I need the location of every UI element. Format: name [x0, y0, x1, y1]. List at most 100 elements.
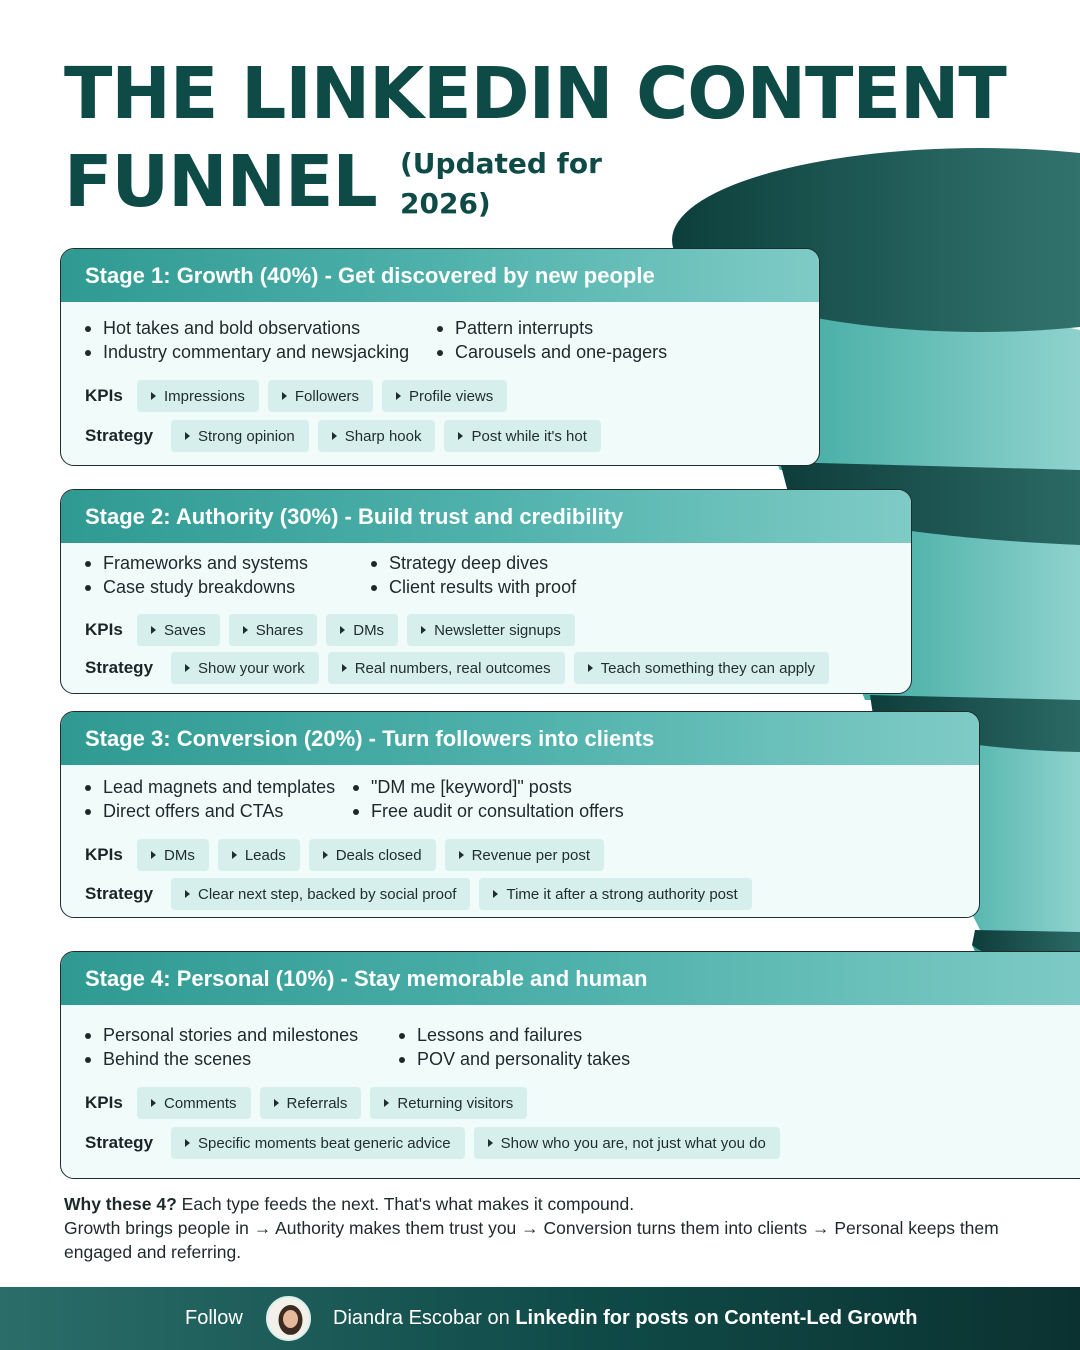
stage-2-bullets: Frameworks and systems Case study breakd… [81, 551, 576, 599]
triangle-icon [421, 626, 427, 634]
page-title-line-1: THE LINKEDIN CONTENT [64, 52, 1007, 135]
follow-cta[interactable]: Linkedin for posts on Content-Led Growth [515, 1307, 918, 1329]
triangle-icon [185, 664, 190, 672]
triangle-icon [185, 432, 190, 440]
stage-3-strategy-row: Strategy Clear next step, backed by soci… [85, 878, 761, 910]
triangle-icon [458, 851, 464, 859]
list-item: Hot takes and bold observations [81, 316, 433, 340]
kpis-label: KPIs [85, 845, 123, 864]
page-subtitle: (Updated for 2026) [400, 147, 602, 220]
kpis-label: KPIs [85, 1093, 123, 1112]
strategy-chip: Real numbers, real outcomes [327, 652, 565, 684]
stage-4-bullets: Personal stories and milestones Behind t… [81, 1023, 630, 1071]
stage-3-header: Stage 3: Conversion (20%) - Turn followe… [61, 712, 979, 765]
triangle-icon [185, 890, 190, 898]
strategy-chip: Show who you are, not just what you do [473, 1127, 780, 1159]
list-item: Pattern interrupts [433, 316, 667, 340]
kpi-chip: Deals closed [308, 839, 436, 871]
strategy-chip: Sharp hook [317, 420, 436, 452]
triangle-icon [273, 1099, 279, 1107]
kpi-chip: Saves [137, 614, 220, 646]
why-line-1: Each type feeds the next. That's what ma… [176, 1194, 635, 1214]
list-item: Client results with proof [367, 575, 576, 599]
stage-1-header: Stage 1: Growth (40%) - Get discovered b… [61, 249, 819, 302]
list-item: Direct offers and CTAs [81, 799, 349, 823]
kpi-chip: Impressions [137, 380, 259, 412]
footer-bar: Follow Diandra Escobar on Linkedin for p… [0, 1287, 1080, 1350]
stage-3-card: Stage 3: Conversion (20%) - Turn followe… [60, 711, 980, 918]
why-lead: Why these 4? [64, 1194, 177, 1214]
avatar[interactable] [266, 1296, 311, 1341]
stage-4-kpis-row: KPIs Comments Referrals Returning visito… [85, 1087, 536, 1119]
strategy-label: Strategy [85, 426, 154, 445]
list-item: Personal stories and milestones [81, 1023, 395, 1047]
triangle-icon [396, 392, 402, 400]
strategy-label: Strategy [85, 658, 154, 677]
stage-4-header: Stage 4: Personal (10%) - Stay memorable… [61, 952, 1080, 1005]
list-item: POV and personality takes [395, 1047, 630, 1071]
author-name: Diandra Escobar on [333, 1307, 516, 1329]
kpi-chip: Newsletter signups [407, 614, 575, 646]
triangle-icon [151, 392, 156, 400]
stage-2-strategy-row: Strategy Show your work Real numbers, re… [85, 652, 838, 684]
kpi-chip: Profile views [382, 380, 508, 412]
stage-4-card: Stage 4: Personal (10%) - Stay memorable… [60, 951, 1080, 1179]
triangle-icon [331, 432, 337, 440]
list-item: Carousels and one-pagers [433, 340, 667, 364]
kpi-chip: DMs [326, 614, 399, 646]
strategy-label: Strategy [85, 884, 154, 903]
list-item: Behind the scenes [81, 1047, 395, 1071]
list-item: Lessons and failures [395, 1023, 630, 1047]
strategy-chip: Time it after a strong authority post [479, 878, 752, 910]
kpi-chip: Shares [228, 614, 318, 646]
triangle-icon [487, 1139, 493, 1147]
triangle-icon [281, 392, 287, 400]
triangle-icon [587, 664, 593, 672]
stage-3-bullets: Lead magnets and templates Direct offers… [81, 775, 624, 823]
triangle-icon [242, 626, 248, 634]
author-byline: Diandra Escobar on Linkedin for posts on… [333, 1307, 918, 1330]
triangle-icon [151, 1099, 156, 1107]
list-item: "DM me [keyword]" posts [349, 775, 624, 799]
triangle-icon [384, 1099, 390, 1107]
why-these-4-note: Why these 4? Each type feeds the next. T… [64, 1192, 1064, 1264]
kpi-chip: Revenue per post [444, 839, 605, 871]
triangle-icon [341, 664, 347, 672]
strategy-chip: Show your work [171, 652, 319, 684]
list-item: Strategy deep dives [367, 551, 576, 575]
list-item: Lead magnets and templates [81, 775, 349, 799]
stage-1-bullets: Hot takes and bold observations Industry… [81, 316, 667, 364]
triangle-icon [493, 890, 499, 898]
kpi-chip: Comments [137, 1087, 251, 1119]
triangle-icon [151, 851, 156, 859]
strategy-chip: Strong opinion [171, 420, 309, 452]
why-line-2: Growth brings people in → Authority make… [64, 1218, 999, 1262]
stage-3-kpis-row: KPIs DMs Leads Deals closed Revenue per … [85, 839, 613, 871]
kpi-chip: DMs [137, 839, 209, 871]
stage-1-strategy-row: Strategy Strong opinion Sharp hook Post … [85, 420, 610, 452]
kpis-label: KPIs [85, 386, 123, 405]
person-icon [268, 1298, 309, 1339]
triangle-icon [322, 851, 328, 859]
stage-4-strategy-row: Strategy Specific moments beat generic a… [85, 1127, 789, 1159]
strategy-chip: Teach something they can apply [573, 652, 829, 684]
stage-2-card: Stage 2: Authority (30%) - Build trust a… [60, 489, 912, 694]
list-item: Frameworks and systems [81, 551, 367, 575]
page-title-line-2: FUNNEL [64, 140, 378, 223]
triangle-icon [231, 851, 237, 859]
list-item: Industry commentary and newsjacking [81, 340, 433, 364]
stage-1-card: Stage 1: Growth (40%) - Get discovered b… [60, 248, 820, 466]
triangle-icon [340, 626, 346, 634]
strategy-chip: Post while it's hot [444, 420, 601, 452]
triangle-icon [151, 626, 156, 634]
kpi-chip: Returning visitors [370, 1087, 528, 1119]
kpi-chip: Followers [267, 380, 374, 412]
stage-1-kpis-row: KPIs Impressions Followers Profile views [85, 380, 516, 412]
list-item: Case study breakdowns [81, 575, 367, 599]
triangle-icon [185, 1139, 190, 1147]
strategy-chip: Specific moments beat generic advice [171, 1127, 465, 1159]
strategy-chip: Clear next step, backed by social proof [171, 878, 471, 910]
kpi-chip: Leads [217, 839, 300, 871]
follow-label: Follow [185, 1307, 243, 1329]
stage-2-header: Stage 2: Authority (30%) - Build trust a… [61, 490, 911, 543]
